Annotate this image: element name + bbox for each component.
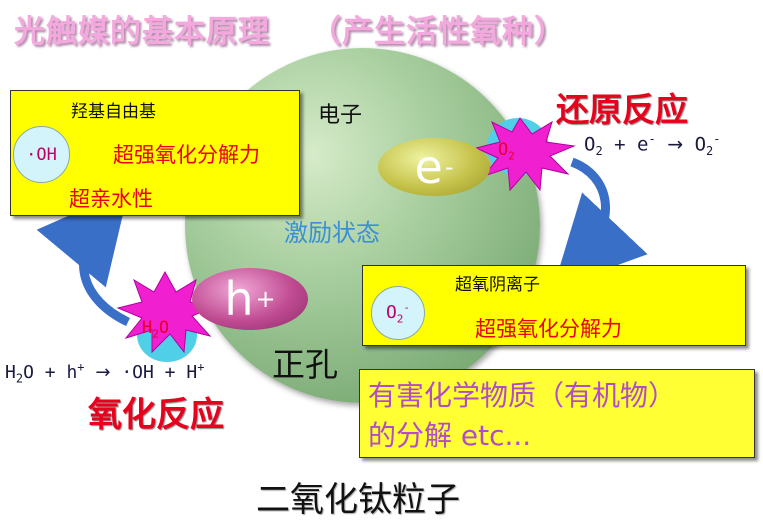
hydroxyl-box-line2: 超亲水性 <box>69 187 153 211</box>
reduction-label: 还原反应 <box>556 90 688 129</box>
hydroxyl-symbol-circle: ·OH <box>13 126 70 183</box>
superoxide-symbol-circle: O2- <box>371 286 425 340</box>
title-main: 光触媒的基本原理 <box>14 14 270 50</box>
hole-charge: + <box>255 285 276 313</box>
title-sub: （产生活性氧种） <box>310 14 566 50</box>
oxidation-label: 氧化反应 <box>88 395 224 435</box>
hole-blob: h+ <box>192 268 308 330</box>
superoxide-box-title: 超氧阴离子 <box>455 275 540 295</box>
hydroxyl-symbol: ·OH <box>26 144 57 165</box>
reduction-arrow <box>553 157 648 289</box>
oxidation-star-burst <box>116 270 218 354</box>
hydroxyl-box-line1: 超强氧化分解力 <box>113 143 260 167</box>
reduction-equation: O2 + e- → O2- <box>584 132 721 159</box>
page-title: 光触媒的基本原理 （产生活性氧种） <box>14 6 566 51</box>
electron-label: 电子 <box>318 103 363 128</box>
superoxide-symbol: O2- <box>385 300 411 326</box>
superoxide-anion-box: 超氧阴离子 超强氧化分解力 <box>362 265 746 346</box>
result-line2: 的分解 etc... <box>368 419 532 452</box>
oxidation-arrow <box>36 189 131 327</box>
oxidation-equation: H2O + h+ → ·OH + H+ <box>5 360 205 386</box>
hole-label: 正孔 <box>272 345 338 384</box>
superoxide-box-line1: 超强氧化分解力 <box>475 317 622 341</box>
electron-charge: - <box>444 153 454 181</box>
excited-state-label: 激励状态 <box>284 219 380 247</box>
result-line1: 有害化学物质（有机物） <box>368 379 677 412</box>
reduction-star-burst <box>474 117 576 192</box>
oxidation-star-label: H2O <box>142 318 170 341</box>
reduction-star-label: O2 <box>498 140 515 163</box>
electron-symbol: e <box>414 140 443 194</box>
sphere-label: 二氧化钛粒子 <box>256 480 460 520</box>
electron-blob: e- <box>378 138 490 196</box>
result-box: 有害化学物质（有机物） 的分解 etc... <box>359 369 755 458</box>
hydroxyl-box-title: 羟基自由基 <box>71 102 156 122</box>
hole-symbol: h <box>224 272 254 326</box>
